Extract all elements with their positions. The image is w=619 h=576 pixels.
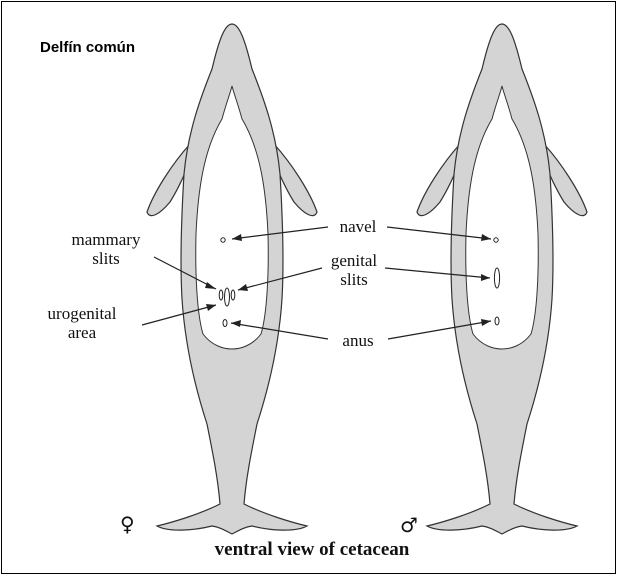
female-genital-slit-mark	[225, 288, 230, 306]
male-genital-slit-mark	[494, 268, 499, 288]
label-anus: anus	[328, 331, 388, 350]
label-mammary-slits: mammary slits	[54, 230, 158, 268]
label-mammary-line1: mammary	[54, 230, 158, 249]
label-genital-line2: slits	[320, 270, 388, 289]
female-dolphin-outline	[147, 24, 317, 534]
female-symbol: ♀	[120, 512, 135, 536]
male-anus-mark	[495, 317, 499, 325]
male-symbol: ♂	[400, 513, 418, 537]
label-urogenital-line2: area	[28, 323, 136, 342]
label-urogenital-line1: urogenital	[28, 304, 136, 323]
male-dolphin-outline	[417, 24, 587, 534]
label-navel: navel	[328, 217, 388, 236]
label-mammary-line2: slits	[54, 249, 158, 268]
mammary-slit-right-mark	[231, 290, 235, 300]
diagram-title: Delfín común	[38, 38, 137, 57]
mammary-slit-left-mark	[219, 290, 223, 300]
label-genital-line1: genital	[320, 251, 388, 270]
female-navel-mark	[221, 238, 225, 242]
female-anus-mark	[223, 320, 227, 327]
diagram-caption: ventral view of cetacean	[162, 539, 462, 561]
male-navel-mark	[494, 238, 498, 242]
label-genital-slits: genital slits	[320, 251, 388, 289]
label-urogenital-area: urogenital area	[28, 304, 136, 342]
